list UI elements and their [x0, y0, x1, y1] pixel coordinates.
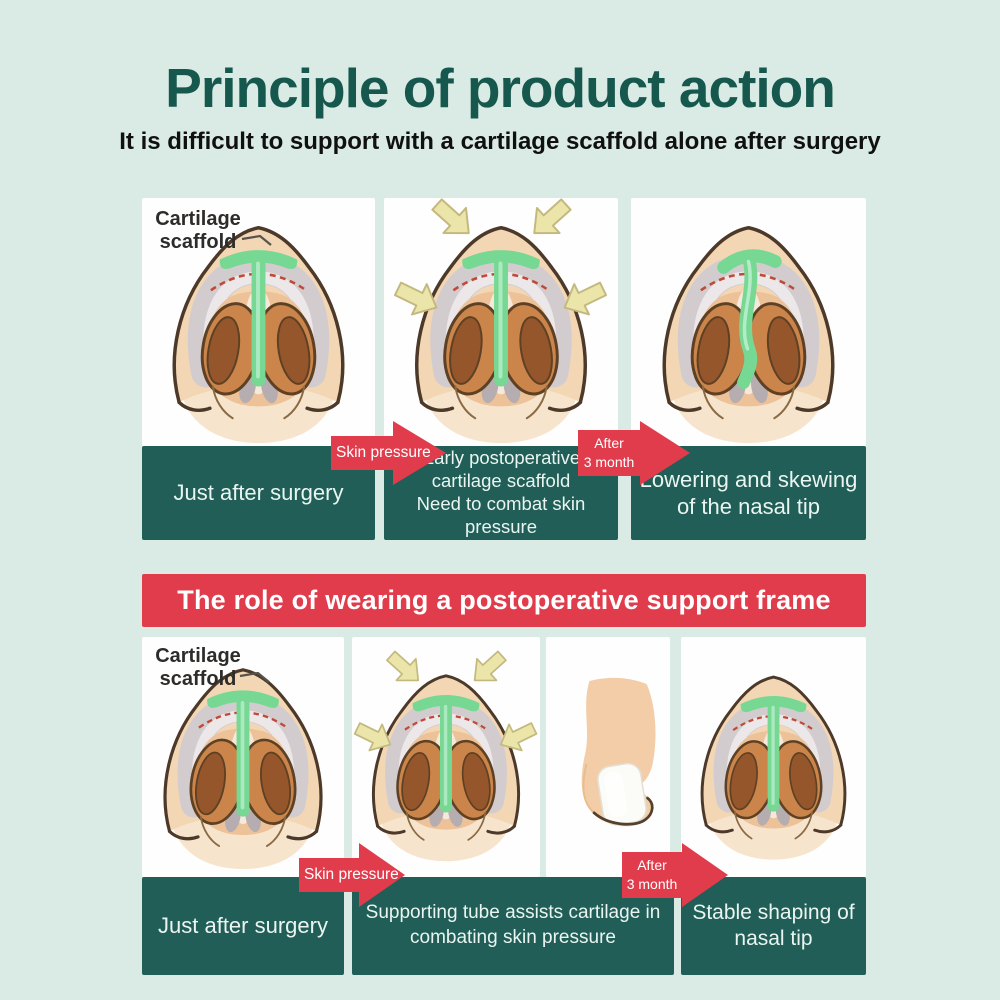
panel-top-lowering-skewing: Lowering and skewing of the nasal tip — [631, 198, 866, 540]
caption-line: Early postoperative cartilage scaffold — [421, 447, 581, 492]
label-pointer-line — [241, 234, 272, 246]
nose-scaffold-illustration: Cartilage scaffold — [142, 637, 344, 877]
panel-bottom-stable-shaping: Stable shaping of nasal tip — [681, 637, 866, 975]
page-title: Principle of product action — [165, 57, 836, 119]
caption-just-after-surgery: Just after surgery — [142, 877, 344, 975]
skin-pressure-arrow-label: Skin pressure — [336, 443, 431, 461]
label-pointer-line — [239, 671, 270, 683]
nose-skin-pressure-illustration — [384, 198, 618, 446]
page-subtitle: It is difficult to support with a cartil… — [119, 128, 881, 155]
after-3-month-arrow: After 3 month — [578, 420, 690, 485]
nose-skin-pressure-illustration — [352, 637, 540, 877]
after-arrow-label-line2: 3 month — [626, 875, 678, 892]
after-arrow-label-line1: After — [594, 434, 624, 451]
skin-pressure-arrow: Skin pressure — [299, 842, 405, 907]
section-banner: The role of wearing a postoperative supp… — [142, 574, 866, 627]
cartilage-scaffold-label: Cartilage scaffold — [155, 645, 241, 691]
after-3-month-arrow: After 3 month — [622, 842, 728, 907]
support-tube-illustration — [546, 637, 670, 877]
nose-stable-illustration — [681, 637, 866, 877]
after-arrow-label-line1: After — [637, 856, 667, 873]
after-arrow-label-line2: 3 month — [583, 453, 635, 470]
panel-top-early-postoperative: Early postoperative cartilage scaffold N… — [384, 198, 618, 540]
caption-lowering-skewing: Lowering and skewing of the nasal tip — [631, 446, 866, 540]
caption-line: Need to combat skin pressure — [416, 493, 586, 537]
caption-supporting-tube: Supporting tube assists cartilage in com… — [352, 877, 674, 975]
nose-skewed-illustration — [631, 198, 866, 446]
nose-scaffold-illustration: Cartilage scaffold — [142, 198, 375, 446]
panel-bottom-just-after-surgery: Cartilage scaffold Just after surgery — [142, 637, 344, 975]
cartilage-scaffold-label: Cartilage scaffold — [155, 208, 241, 254]
skin-pressure-arrow: Skin pressure — [331, 420, 446, 485]
skin-pressure-arrow-label: Skin pressure — [304, 865, 399, 883]
panel-top-just-after-surgery: Cartilage scaffold Just after surgery — [142, 198, 375, 540]
